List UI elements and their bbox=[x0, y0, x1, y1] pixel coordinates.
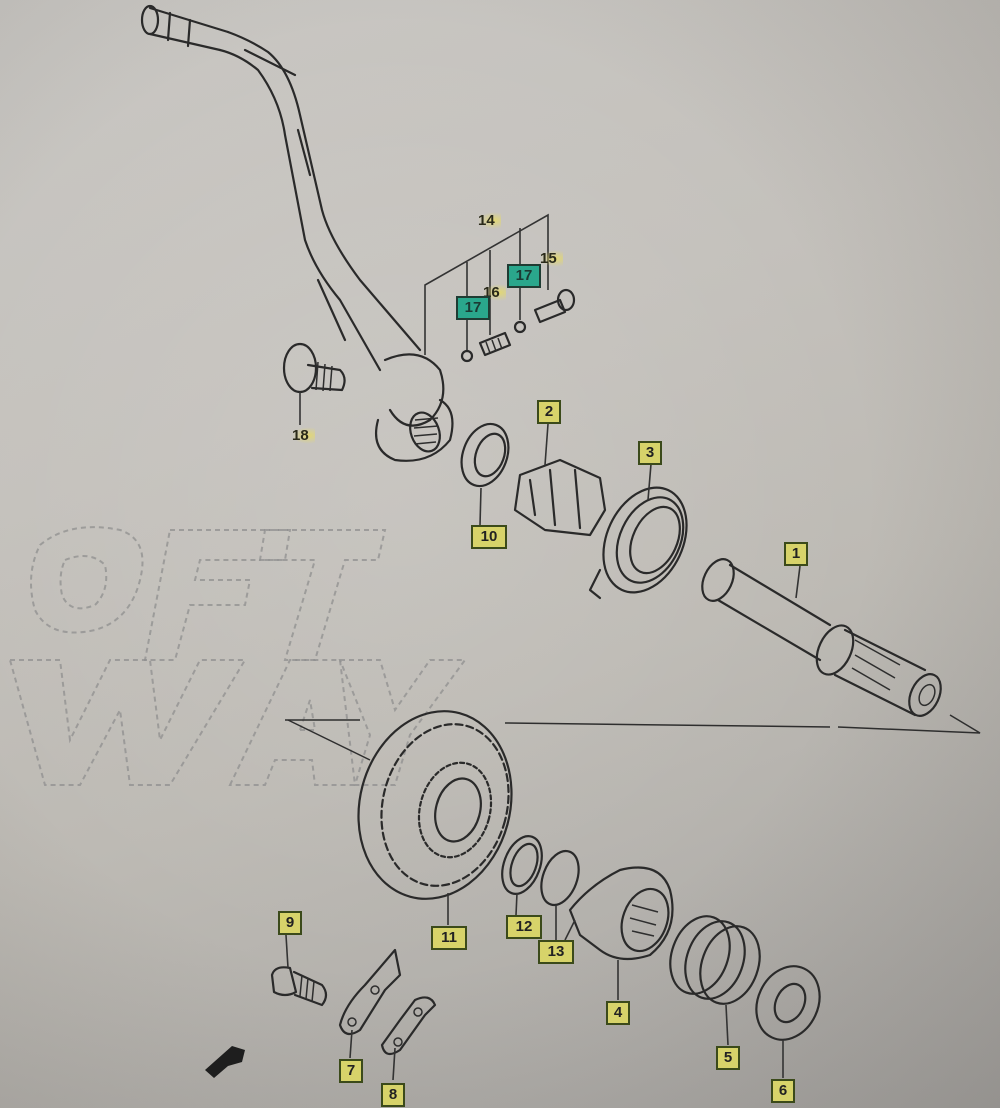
small-parts-drawing bbox=[460, 288, 576, 363]
callout-3[interactable]: 3 bbox=[638, 441, 662, 465]
section-line bbox=[285, 714, 981, 734]
callout-11[interactable]: 11 bbox=[431, 926, 467, 950]
bolt-9-drawing bbox=[270, 966, 328, 1007]
front-direction-arrow bbox=[205, 1046, 245, 1078]
callout-1[interactable]: 1 bbox=[784, 542, 808, 566]
shaft-1-drawing bbox=[701, 558, 942, 717]
callout-18[interactable]: 18 bbox=[292, 427, 315, 444]
callout-10[interactable]: 10 bbox=[471, 525, 507, 549]
callout-7[interactable]: 7 bbox=[339, 1059, 363, 1083]
callout-14[interactable]: 14 bbox=[478, 212, 501, 229]
callout-17-ball-right[interactable]: 17 bbox=[507, 264, 541, 288]
callout-8[interactable]: 8 bbox=[381, 1083, 405, 1107]
plates-7-8-drawing bbox=[338, 948, 437, 1056]
callout-2[interactable]: 2 bbox=[537, 400, 561, 424]
callout-4[interactable]: 4 bbox=[606, 1001, 630, 1025]
callout-12[interactable]: 12 bbox=[506, 915, 542, 939]
callout-5[interactable]: 5 bbox=[716, 1046, 740, 1070]
callout-13[interactable]: 13 bbox=[538, 940, 574, 964]
guide-2-drawing bbox=[513, 458, 607, 537]
rings-12-13-drawing bbox=[501, 835, 580, 907]
kick-lever-drawing bbox=[140, 4, 454, 462]
gear-11-drawing bbox=[357, 710, 513, 900]
oil-seal-10-drawing bbox=[460, 422, 510, 488]
washer-6-drawing bbox=[755, 965, 821, 1041]
spring-3-drawing bbox=[588, 486, 688, 600]
callout-9[interactable]: 9 bbox=[278, 911, 302, 935]
bolt-18-drawing bbox=[282, 342, 346, 394]
drive-gear-4-drawing bbox=[568, 866, 674, 961]
callout-6[interactable]: 6 bbox=[771, 1079, 795, 1103]
callout-17-ball-left[interactable]: 17 bbox=[456, 296, 490, 320]
spring-5-drawing bbox=[669, 915, 761, 1005]
callout-15[interactable]: 15 bbox=[540, 250, 563, 267]
watermark-logo bbox=[8, 526, 467, 786]
